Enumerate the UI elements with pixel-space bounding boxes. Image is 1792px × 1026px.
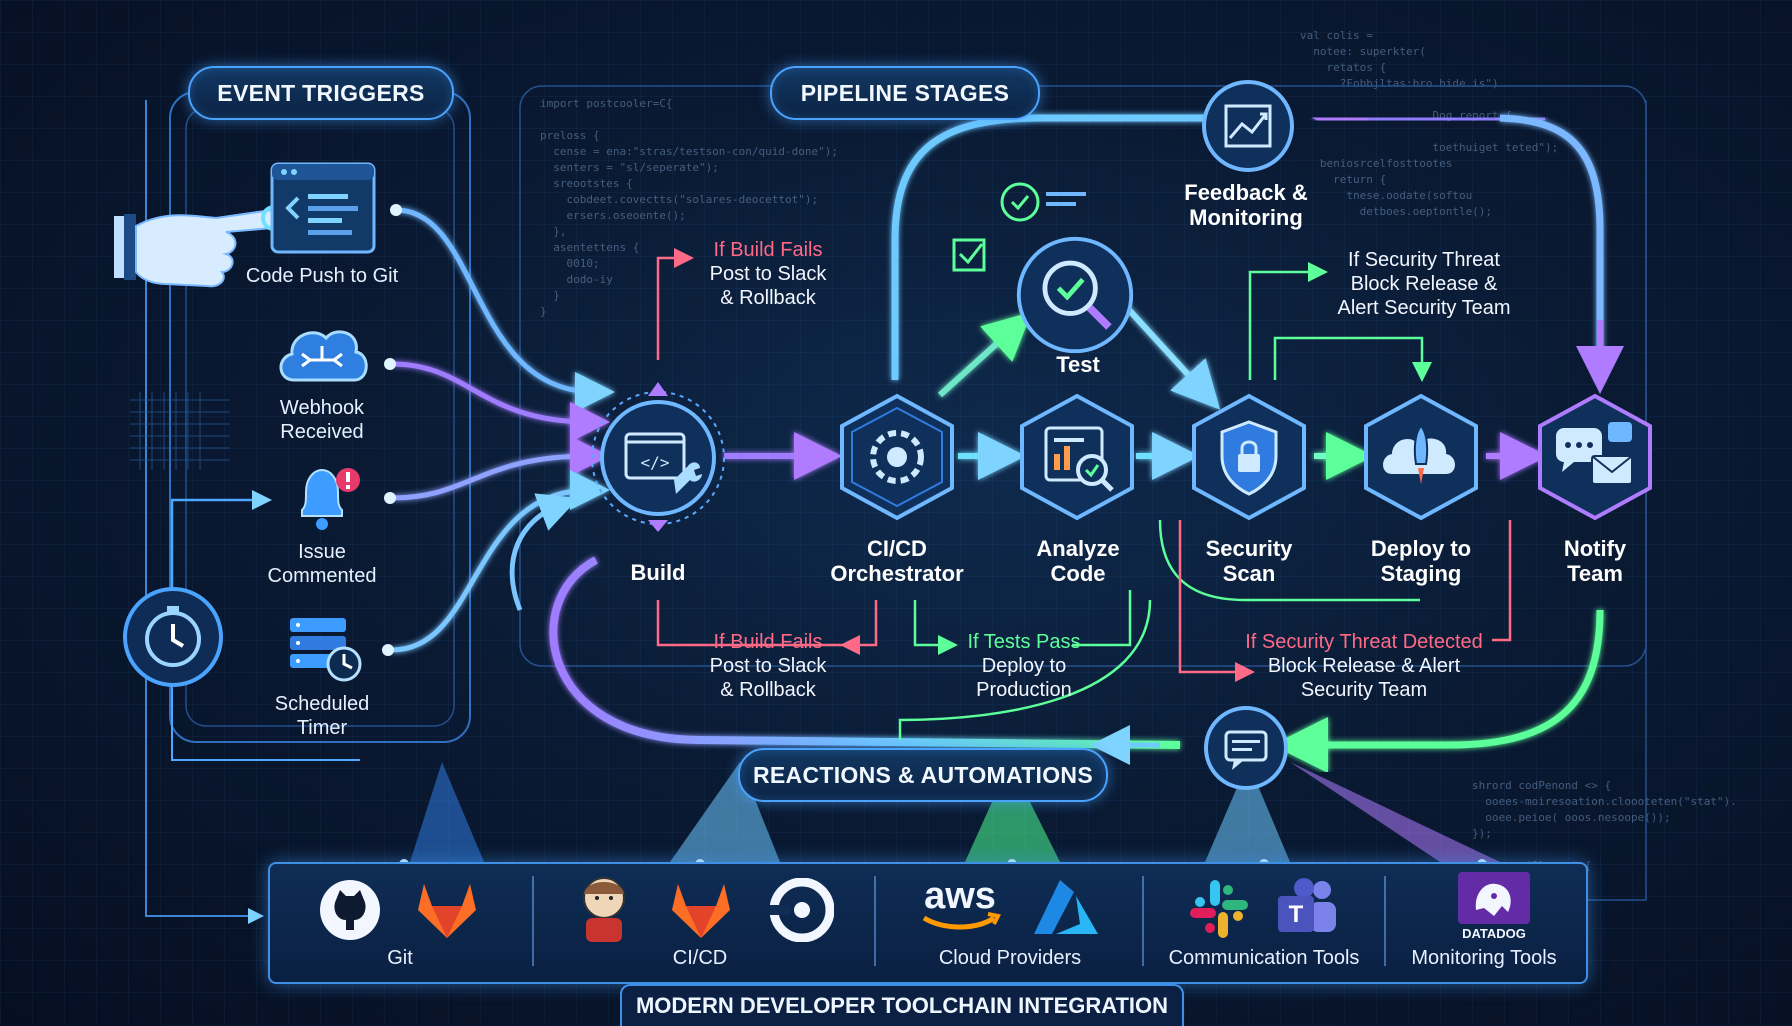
ci-cd-orchestrator-node <box>832 392 962 522</box>
circleci-icon <box>770 878 834 942</box>
svg-text:aws: aws <box>924 875 996 917</box>
note-build-fails-top: If Build Fails Post to Slack & Rollback <box>709 239 827 309</box>
toolchain-label-git: Git <box>387 947 413 969</box>
trigger-label-code-push: Code Push to Git <box>245 265 399 287</box>
analyze-code-node <box>1012 392 1142 522</box>
feedback-monitoring-node <box>1200 78 1296 174</box>
toolchain-bar <box>268 862 1588 984</box>
toolbar-divider <box>532 876 534 966</box>
stopwatch-icon <box>120 584 226 690</box>
note-security-threat-top: If Security Threat Block Release & Alert… <box>1337 249 1511 319</box>
event-triggers-title: EVENT TRIGGERS <box>188 66 454 120</box>
stage-label-notify: Notify Team <box>1563 536 1627 586</box>
pointing-hand-icon <box>76 196 286 292</box>
stage-label-test: Test <box>1056 352 1100 377</box>
stage-label-build: Build <box>630 560 686 585</box>
teams-icon: T <box>1274 876 1340 942</box>
stage-label-feedback: Feedback & Monitoring <box>1184 180 1308 230</box>
server-clock-icon <box>286 614 366 684</box>
svg-text:T: T <box>1289 901 1304 928</box>
stage-label-analyze: Analyze Code <box>1036 536 1120 586</box>
toolbar-divider <box>874 876 876 966</box>
reactions-automations-title: REACTIONS & AUTOMATIONS <box>738 748 1108 802</box>
toolchain-label-monitoring: Monitoring Tools <box>1411 947 1557 969</box>
stage-label-deploy: Deploy to Staging <box>1370 536 1472 586</box>
github-icon <box>318 878 382 942</box>
gitlab-icon <box>412 878 482 942</box>
jenkins-icon <box>576 874 632 946</box>
svg-text:</>: </> <box>641 453 670 472</box>
bell-alert-icon <box>292 462 362 534</box>
azure-icon <box>1030 878 1102 938</box>
slack-icon <box>1188 878 1250 940</box>
note-security-threat-bottom: If Security Threat Detected Block Releas… <box>1245 631 1483 701</box>
code-window-icon <box>270 162 376 256</box>
toolchain-label-communication: Communication Tools <box>1168 947 1360 969</box>
toolchain-label-cloud: Cloud Providers <box>938 947 1082 969</box>
note-build-fails-bottom: If Build Fails Post to Slack & Rollback <box>709 631 827 701</box>
comment-bubble-node <box>1198 704 1294 792</box>
deploy-staging-node <box>1356 392 1486 522</box>
trigger-label-webhook: Webhook Received <box>279 397 365 443</box>
toolchain-label-cicd: CI/CD <box>672 947 728 969</box>
notify-team-node <box>1530 392 1660 522</box>
code-snippet-left: import postcooler=C{ preloss { cense = e… <box>540 97 839 318</box>
trigger-label-issue: Issue Commented <box>267 541 377 587</box>
trigger-label-scheduled: Scheduled Timer <box>274 693 370 739</box>
toolbar-divider <box>1384 876 1386 966</box>
test-node <box>1012 232 1138 358</box>
svg-text:DATADOG: DATADOG <box>1462 926 1526 941</box>
pipeline-stages-title: PIPELINE STAGES <box>770 66 1040 120</box>
note-tests-pass: If Tests Pass Deploy to Production <box>967 631 1081 701</box>
build-node: </> <box>588 382 728 532</box>
stage-label-orchestrator: CI/CD Orchestrator <box>830 536 964 586</box>
datadog-icon: DATADOG <box>1454 870 1534 942</box>
checklist-icon <box>950 178 1100 278</box>
aws-logo: aws <box>914 872 1006 936</box>
security-scan-node <box>1184 392 1314 522</box>
cloud-share-icon <box>274 320 370 386</box>
toolchain-footer-title: MODERN DEVELOPER TOOLCHAIN INTEGRATION <box>620 984 1184 1026</box>
stage-label-security: Security Scan <box>1205 536 1293 586</box>
toolbar-divider <box>1142 876 1144 966</box>
gitlab-icon <box>666 878 736 942</box>
